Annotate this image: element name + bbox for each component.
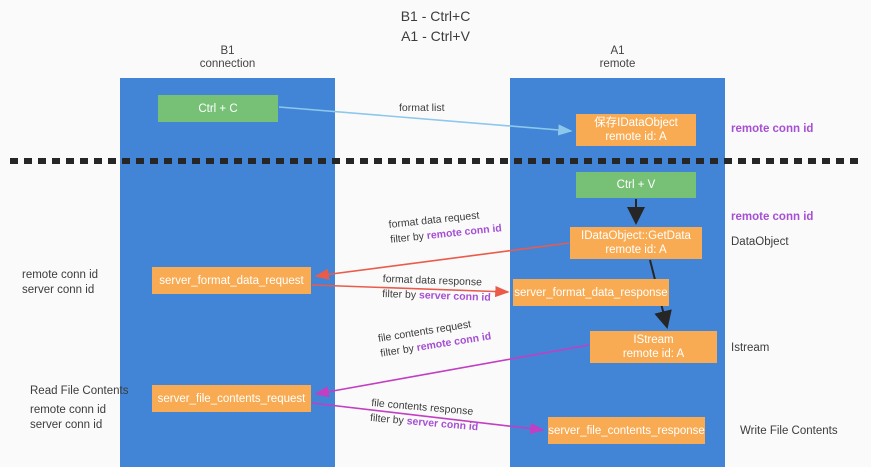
edge-label-format-list-text: format list (399, 102, 445, 114)
lane-header-b1: B1 connection (120, 45, 335, 71)
annotation-left-conn-ids-bottom: Read File Contents remote conn id server… (30, 384, 128, 433)
annotation-istream: Istream (731, 342, 770, 354)
node-server-file-contents-response[interactable]: server_file_contents_response (548, 417, 705, 444)
node-istream-sub: remote id: A (622, 348, 685, 360)
edge-label-file-contents-response: file contents response filter by server … (369, 396, 480, 435)
node-save-idataobject-label: 保存IDataObject (594, 117, 678, 129)
node-ctrl-v[interactable]: Ctrl + V (576, 172, 696, 198)
filter-prefix: filter by (369, 411, 408, 428)
diagram-title: B1 - Ctrl+C A1 - Ctrl+V (0, 6, 871, 46)
node-istream[interactable]: IStream remote id: A (590, 331, 717, 363)
edge-label-format-data-response: format data response filter by server co… (382, 272, 492, 306)
node-server-format-data-request-label: server_format_data_request (159, 274, 304, 287)
annotation-remote-conn-id-mid: remote conn id (731, 211, 814, 223)
node-server-file-contents-response-label: server_file_contents_response (548, 424, 705, 437)
node-idataobject-getdata-sub: remote id: A (605, 244, 667, 256)
lane-header-b1-name: B1 (220, 45, 235, 57)
lane-header-b1-role: connection (199, 58, 256, 70)
node-istream-label: IStream (633, 334, 674, 346)
edge-label-format-data-response-line2: filter by server conn id (382, 287, 491, 306)
annotation-remote-conn-id-left-top: remote conn id (22, 269, 99, 281)
title-line-2: A1 - Ctrl+V (401, 28, 470, 44)
phase-divider (10, 158, 861, 164)
node-server-format-data-response[interactable]: server_format_data_response (513, 279, 669, 306)
lane-header-a1: A1 remote (510, 45, 725, 71)
lane-header-a1-role: remote (599, 58, 636, 70)
lane-header-a1-name: A1 (610, 45, 625, 57)
annotation-left-conn-ids-top: remote conn id server conn id (22, 268, 98, 298)
node-save-idataobject[interactable]: 保存IDataObject remote id: A (576, 114, 696, 146)
annotation-read-file-contents: Read File Contents (30, 385, 129, 397)
edge-label-format-data-request: format data request filter by remote con… (388, 206, 503, 248)
filter-keyword: server conn id (418, 289, 491, 304)
node-server-format-data-request[interactable]: server_format_data_request (152, 267, 311, 294)
annotation-server-conn-id-left-bottom: server conn id (30, 419, 103, 431)
node-server-file-contents-request-label: server_file_contents_request (157, 392, 306, 405)
node-idataobject-getdata-label: IDataObject::GetData (581, 230, 691, 242)
node-idataobject-getdata[interactable]: IDataObject::GetData remote id: A (570, 227, 702, 259)
edge-label-file-contents-request: file contents request filter by remote c… (377, 314, 492, 361)
title-line-1: B1 - Ctrl+C (400, 8, 471, 24)
node-ctrl-v-label: Ctrl + V (616, 179, 656, 191)
annotation-dataobject: DataObject (731, 236, 789, 248)
node-server-format-data-response-label: server_format_data_response (514, 286, 668, 299)
annotation-server-conn-id-left-top: server conn id (22, 284, 95, 296)
annotation-write-file-contents: Write File Contents (740, 425, 838, 437)
annotation-remote-conn-id-top: remote conn id (731, 123, 814, 135)
filter-prefix: filter by (389, 230, 428, 246)
edge-label-format-list: format list (399, 101, 445, 116)
node-ctrl-c-label: Ctrl + C (198, 102, 238, 115)
node-server-file-contents-request[interactable]: server_file_contents_request (152, 385, 311, 412)
node-ctrl-c[interactable]: Ctrl + C (158, 95, 278, 122)
annotation-remote-conn-id-left-bottom: remote conn id (30, 404, 107, 416)
node-save-idataobject-sub: remote id: A (605, 131, 667, 143)
filter-prefix: filter by (382, 287, 420, 302)
